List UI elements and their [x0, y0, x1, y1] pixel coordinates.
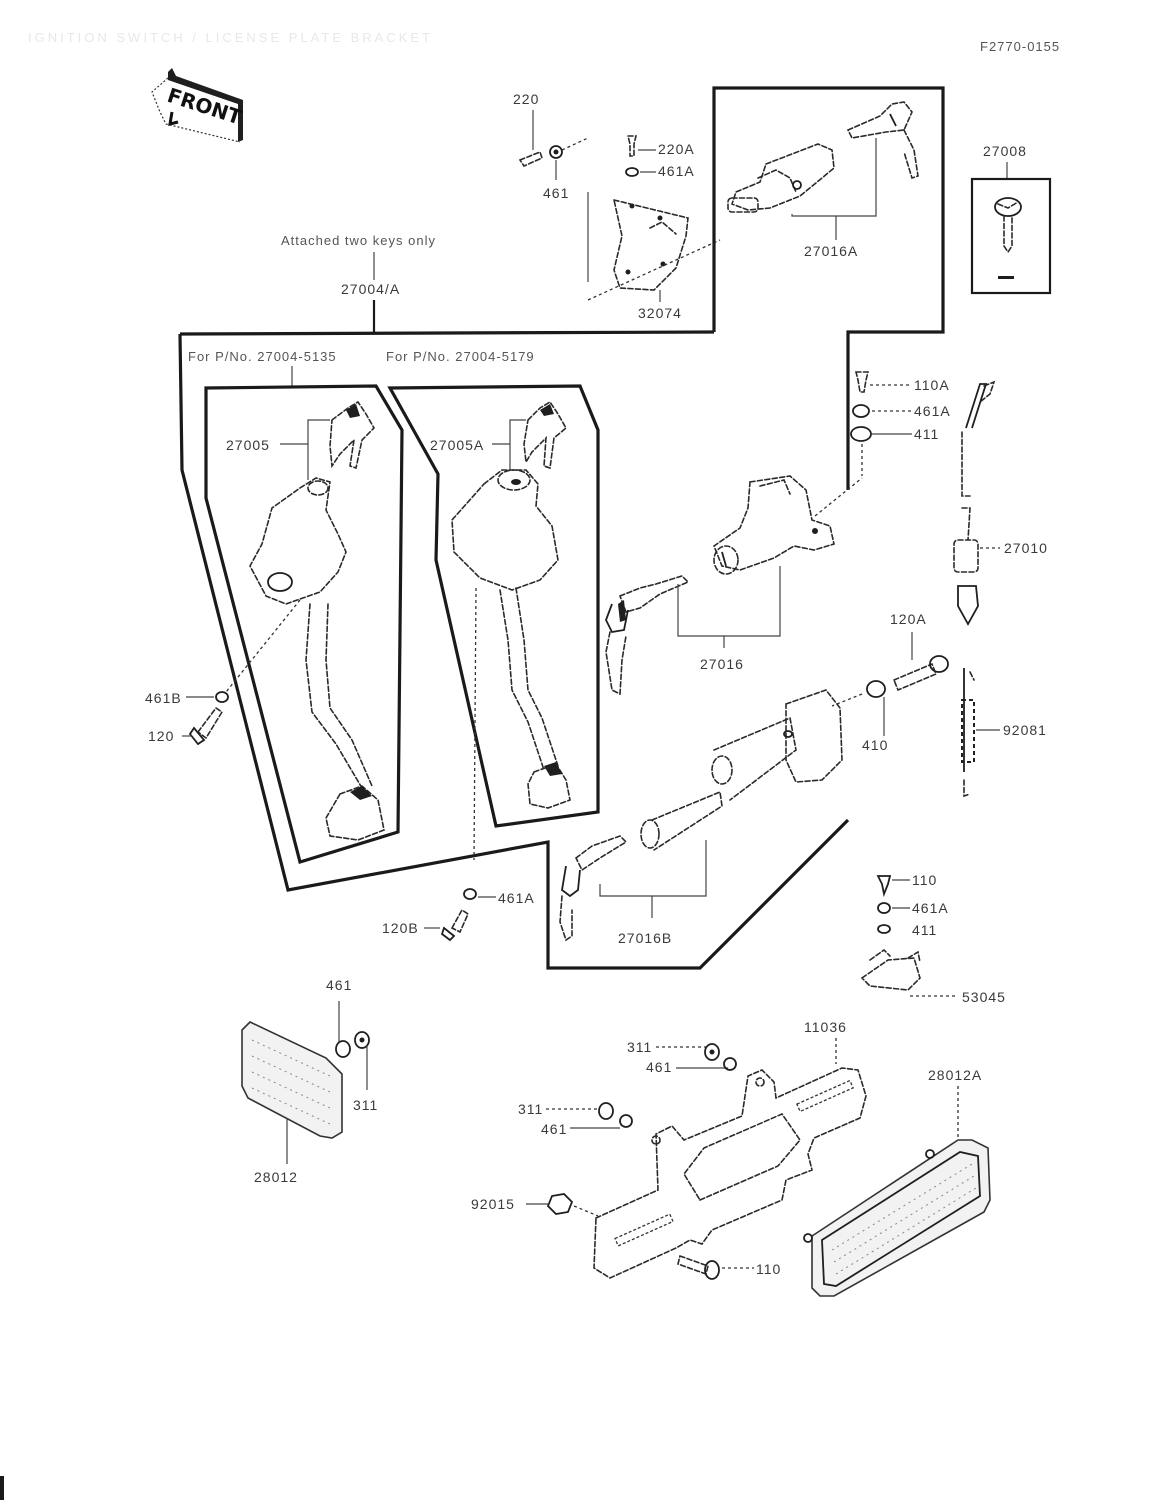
- frame-27016A: [712, 86, 945, 490]
- reflector-28012-group: 461 311 28012: [241, 977, 378, 1185]
- callout-27016: 27016: [700, 656, 744, 672]
- callout-28012A: 28012A: [928, 1067, 982, 1083]
- key-card-27008-group: 27008: [970, 143, 1052, 295]
- callout-120B: 120B: [382, 920, 419, 936]
- callout-11036: 11036: [804, 1019, 847, 1035]
- fasteners-120A-group: 120A 410 92081: [831, 611, 1047, 798]
- callout-461-bracket-mid: 461: [541, 1121, 567, 1137]
- switch-27016A-group: 27016A: [727, 101, 919, 259]
- reflector-28012A-group: 28012A: [803, 1067, 991, 1297]
- callout-311-bracket-top: 311: [627, 1039, 652, 1055]
- callout-461-bracket-top: 461: [646, 1059, 672, 1075]
- callout-461A-right: 461A: [912, 900, 949, 916]
- front-arrow-icon: FRONT: [151, 68, 245, 143]
- callout-32074: 32074: [638, 305, 682, 321]
- callout-92015: 92015: [471, 1196, 515, 1212]
- lock-27016B-group: 27016B: [559, 689, 843, 946]
- note-variant-a: For P/No. 27004-5135: [188, 349, 337, 364]
- callout-311-bracket-mid: 311: [518, 1101, 543, 1117]
- callout-27016B: 27016B: [618, 930, 672, 946]
- callout-461A-top: 461A: [658, 163, 695, 179]
- callout-461A-mid: 461A: [914, 403, 951, 419]
- callout-92081: 92081: [1003, 722, 1047, 738]
- callout-120: 120: [148, 728, 174, 744]
- callout-27005: 27005: [226, 437, 270, 453]
- figure-code: F2770-0155: [980, 39, 1060, 54]
- note-attached-keys: Attached two keys only: [281, 233, 436, 248]
- callout-461B: 461B: [145, 690, 182, 706]
- callout-28012: 28012: [254, 1169, 298, 1185]
- callout-461-reflector: 461: [326, 977, 352, 993]
- callout-110A: 110A: [914, 377, 950, 393]
- callout-110-bottom: 110: [756, 1261, 781, 1277]
- fasteners-120-group: 461B 120: [145, 690, 229, 746]
- callout-410: 410: [862, 737, 888, 753]
- bracket-32074-group: 220 461 220A 461A 32074: [513, 91, 721, 321]
- keyset-27004A-group: Attached two keys only 27004/A For P/No.…: [178, 233, 850, 970]
- callout-110-right: 110: [912, 872, 937, 888]
- callout-411-mid: 411: [914, 426, 939, 442]
- scan-edge-mark: [0, 1476, 4, 1500]
- callout-53045: 53045: [962, 989, 1006, 1005]
- fasteners-120B-group: 461A 120B: [382, 888, 535, 942]
- bracket-11036-group: 11036 311 461 311 461 92015 110: [471, 1019, 867, 1280]
- callout-461A-low: 461A: [498, 890, 535, 906]
- callout-27005A: 27005A: [430, 437, 484, 453]
- callout-220: 220: [513, 91, 539, 107]
- callout-27004A: 27004/A: [341, 281, 400, 297]
- note-variant-b: For P/No. 27004-5179: [386, 349, 535, 364]
- faded-title: IGNITION SWITCH / LICENSE PLATE BRACKET: [28, 30, 433, 45]
- switch-27016-group: 27016: [605, 475, 863, 696]
- frame-variant-a: [204, 384, 404, 865]
- frame-variant-b: [387, 384, 600, 828]
- callout-461-top: 461: [543, 185, 569, 201]
- callout-311-reflector: 311: [353, 1097, 378, 1113]
- bracket-53045-group: 110 461A 411 53045: [860, 872, 1006, 1005]
- callout-411-right: 411: [912, 922, 937, 938]
- callout-27010: 27010: [1004, 540, 1048, 556]
- connector-27010-group: 27010: [953, 380, 1048, 626]
- callout-120A: 120A: [890, 611, 927, 627]
- fasteners-110A-group: 110A 461A 411: [850, 371, 951, 476]
- callout-27016A: 27016A: [804, 243, 858, 259]
- callout-27008: 27008: [983, 143, 1027, 159]
- callout-220A: 220A: [658, 141, 695, 157]
